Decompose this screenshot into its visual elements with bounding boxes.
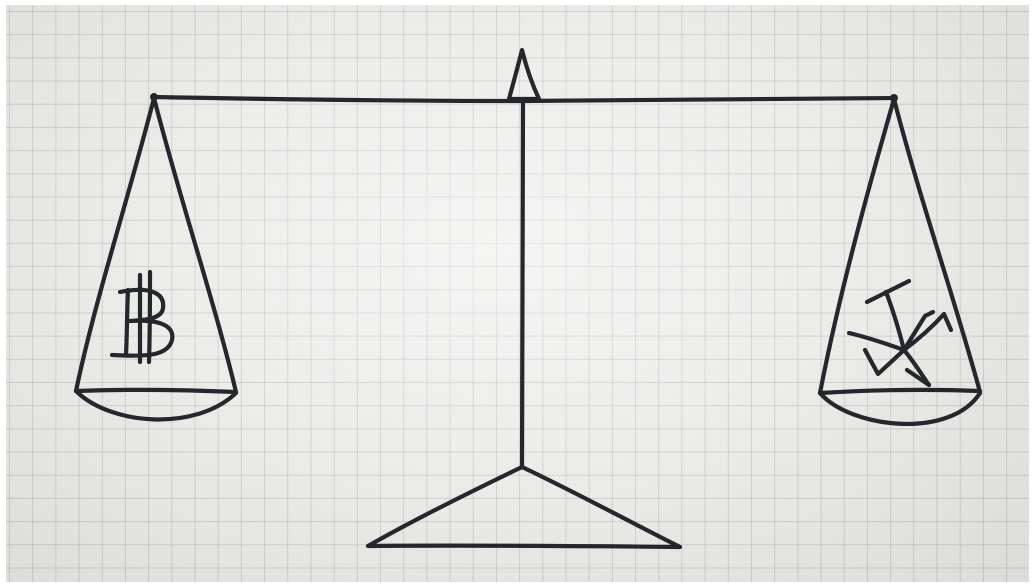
swastika-symbol [846, 278, 954, 388]
left-pan [73, 93, 239, 422]
bitcoin-symbol [109, 269, 175, 365]
fulcrum-pointer [506, 47, 542, 102]
scale-base [365, 464, 683, 550]
scale-post [519, 98, 526, 470]
scale-beam [150, 94, 898, 104]
right-pan [817, 94, 983, 427]
